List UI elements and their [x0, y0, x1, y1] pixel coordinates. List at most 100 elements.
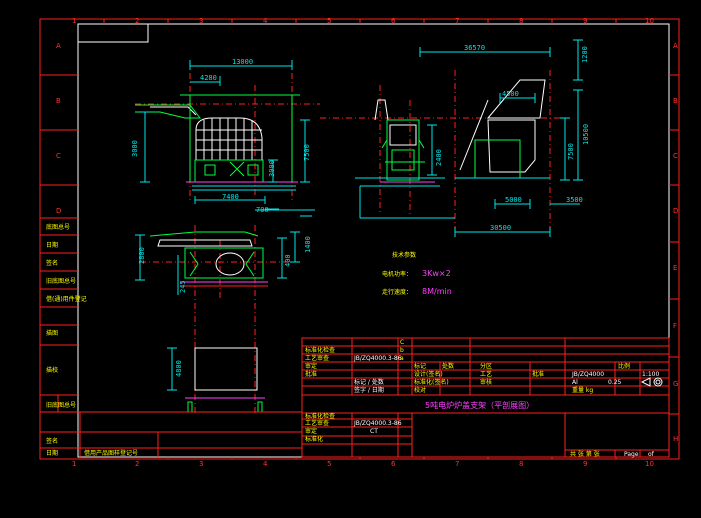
svg-text:走行速度：: 走行速度： — [382, 288, 412, 296]
svg-text:4800: 4800 — [175, 360, 183, 377]
svg-text:8M/min: 8M/min — [422, 287, 452, 296]
svg-text:借用产品图样登记号: 借用产品图样登记号 — [84, 449, 138, 457]
svg-text:2: 2 — [135, 17, 139, 25]
svg-text:D: D — [673, 207, 678, 215]
svg-text:1: 1 — [72, 17, 76, 25]
svg-text:1400: 1400 — [304, 236, 312, 253]
zone-letters-right: A B C D E F G H — [673, 42, 678, 443]
svg-text:CT: CT — [370, 428, 378, 435]
svg-text:4280: 4280 — [200, 74, 217, 82]
svg-text:6: 6 — [391, 17, 396, 25]
svg-text:2400: 2400 — [435, 149, 443, 166]
lower-view: 2800 400 1400 245 4800 — [135, 225, 312, 415]
svg-text:Page: Page — [624, 451, 639, 458]
svg-text:审核: 审核 — [480, 378, 492, 386]
svg-text:处数: 处数 — [442, 362, 454, 370]
svg-text:A: A — [56, 42, 61, 50]
title-block: 标准化检查 工艺审查 审定 批准 JB/ZQ4000.3-86 标记 / 处数 … — [301, 337, 670, 458]
svg-text:底图总号: 底图总号 — [46, 223, 70, 231]
svg-text:审定: 审定 — [305, 362, 317, 370]
footer-table: 借用产品图样登记号 — [78, 411, 302, 457]
svg-text:F: F — [673, 322, 677, 330]
svg-text:重量 kg: 重量 kg — [572, 386, 593, 394]
svg-text:标记 / 处数: 标记 / 处数 — [354, 378, 384, 386]
svg-text:10: 10 — [645, 17, 654, 25]
svg-text:b: b — [400, 347, 404, 354]
svg-text:G: G — [673, 380, 678, 388]
svg-text:A: A — [673, 42, 678, 50]
svg-text:标准化检查: 标准化检查 — [305, 412, 335, 420]
svg-text:描图: 描图 — [46, 329, 58, 337]
svg-text:10500: 10500 — [582, 124, 590, 145]
svg-text:6: 6 — [391, 460, 396, 468]
svg-text:描校: 描校 — [46, 366, 58, 374]
svg-text:审定: 审定 — [305, 427, 317, 435]
svg-text:4: 4 — [263, 17, 268, 25]
left-strip: 底图总号 日期 签名 旧底图总号 借(通)用件登记 描图 描校 旧底图总号 签名… — [40, 217, 87, 457]
zone-numbers-top: 1 2 3 4 5 6 7 8 9 10 — [72, 17, 654, 25]
svg-text:8: 8 — [519, 460, 523, 468]
svg-text:标准化检查: 标准化检查 — [305, 346, 335, 354]
front-view: 13000 4280 3000 3000 7500 7400 700 — [131, 58, 320, 217]
svg-text:3000: 3000 — [268, 160, 276, 177]
svg-text:13000: 13000 — [232, 58, 253, 66]
svg-text:B: B — [673, 97, 678, 105]
svg-text:日期: 日期 — [46, 449, 58, 457]
svg-text:3000: 3000 — [131, 140, 139, 157]
svg-text:比例: 比例 — [618, 362, 630, 370]
svg-text:签名: 签名 — [46, 259, 58, 267]
svg-text:36570: 36570 — [464, 44, 485, 52]
svg-text:C: C — [673, 152, 678, 160]
svg-text:4500: 4500 — [502, 90, 519, 98]
svg-text:电机功率：: 电机功率： — [382, 270, 412, 278]
svg-text:批准: 批准 — [532, 370, 544, 378]
tech-params: 技术参数 电机功率： 3Kw×2 走行速度： 8M/min — [382, 251, 452, 296]
svg-text:of: of — [648, 451, 655, 458]
svg-text:工艺: 工艺 — [480, 370, 492, 378]
svg-text:工艺审查: 工艺审查 — [305, 419, 329, 427]
svg-text:3: 3 — [199, 17, 203, 25]
svg-text:校对: 校对 — [414, 386, 426, 394]
svg-text:7: 7 — [455, 460, 459, 468]
zone-ticks — [40, 19, 679, 459]
svg-text:标准化: 标准化 — [305, 435, 323, 443]
side-view: 36570 1200 10500 4500 2400 7500 5000 350… — [320, 39, 590, 237]
svg-text:7: 7 — [455, 17, 459, 25]
svg-text:3Kw×2: 3Kw×2 — [422, 269, 451, 278]
svg-text:工艺审查: 工艺审查 — [305, 354, 329, 362]
svg-text:技术参数: 技术参数 — [392, 251, 416, 259]
svg-text:7400: 7400 — [222, 193, 239, 201]
svg-text:7500: 7500 — [567, 143, 575, 160]
svg-text:JB/ZQ4000.3-86: JB/ZQ4000.3-86 — [353, 420, 402, 427]
svg-text:4: 4 — [263, 460, 268, 468]
svg-text:设计(签名): 设计(签名) — [414, 370, 443, 378]
svg-text:5吨电炉炉盖支架（平剖展图）: 5吨电炉炉盖支架（平剖展图） — [425, 400, 534, 410]
svg-text:JB/ZQ4000: JB/ZQ4000 — [571, 371, 604, 378]
svg-text:9: 9 — [583, 17, 587, 25]
svg-text:共 张 第 张: 共 张 第 张 — [570, 450, 600, 458]
svg-text:7500: 7500 — [303, 144, 311, 161]
svg-text:分区: 分区 — [480, 362, 492, 370]
zone-letters-left: A B C D — [56, 42, 61, 215]
svg-text:旧底图总号: 旧底图总号 — [46, 401, 76, 409]
svg-text:批准: 批准 — [305, 370, 317, 378]
svg-text:Al: Al — [572, 379, 578, 386]
svg-text:借(通)用件登记: 借(通)用件登记 — [46, 295, 87, 303]
svg-text:9: 9 — [583, 460, 587, 468]
svg-text:5: 5 — [327, 17, 331, 25]
zone-numbers-bottom: 1 2 3 4 5 6 7 8 9 10 — [72, 460, 654, 468]
svg-text:标准化(签名): 标准化(签名) — [414, 378, 449, 386]
svg-text:旧底图总号: 旧底图总号 — [46, 277, 76, 285]
code-box — [77, 23, 149, 43]
svg-text:5000: 5000 — [505, 196, 522, 204]
svg-text:B: B — [56, 97, 61, 105]
svg-text:245: 245 — [179, 280, 187, 293]
svg-text:标记: 标记 — [414, 362, 426, 370]
svg-text:C: C — [400, 339, 404, 346]
svg-text:5: 5 — [327, 460, 331, 468]
svg-text:3: 3 — [199, 460, 203, 468]
svg-text:8: 8 — [519, 17, 523, 25]
svg-text:签名: 签名 — [46, 437, 58, 445]
svg-text:2800: 2800 — [138, 247, 146, 264]
